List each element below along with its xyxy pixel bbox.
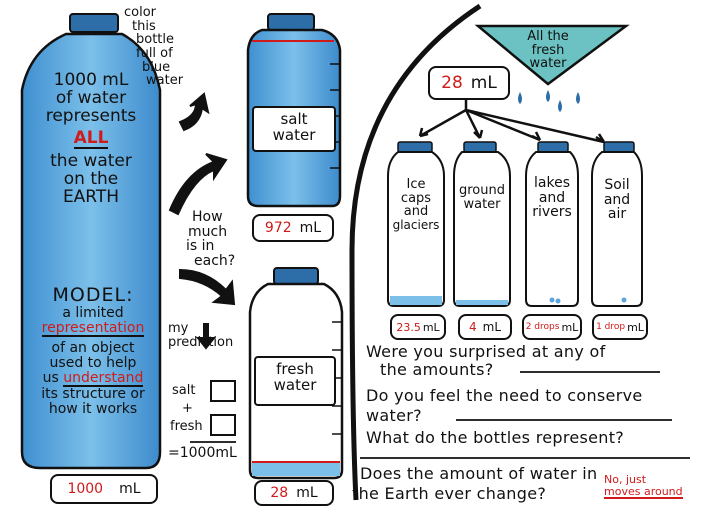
big-bottle-caption: 1000 mL of water represents ALL the wate… [26,72,156,207]
small-label-line: rivers [526,205,578,220]
small-value: 23.5 [396,321,421,334]
salt-unit: mL [300,220,321,236]
note-line: full of [124,47,194,61]
small-unit: mL [483,320,501,334]
soil-measure: 1 drop mL [592,314,648,340]
prediction-salt-box[interactable] [210,380,236,402]
small-value: 1 drop [596,322,625,332]
prediction-fresh-label: fresh [170,420,203,434]
prediction-block: my prediction [168,322,248,349]
small-label-line: glaciers [390,219,442,232]
small-label-line: and [390,205,442,219]
small-unit: mL [627,321,644,334]
how-much-question: How much is in each? [186,210,246,269]
model-definition: MODEL: a limited representation of an ob… [26,286,160,417]
caption-line: represents [26,108,156,126]
prediction-title: prediction [168,336,248,350]
question-4-line2: the Earth ever change? [352,484,546,503]
question-4-line1: Does the amount of water in [360,464,597,483]
question-1-line1: Were you surprised at any of [366,342,606,361]
model-line: us [43,370,59,386]
model-line: a limited [26,306,160,321]
soil-label: Soil and air [592,178,642,222]
groundwater-label: ground water [454,184,510,211]
prediction-plus: + [182,402,193,416]
small-label-line: water [454,198,510,212]
icecaps-measure: 23.5 mL [390,314,446,340]
small-label-line: ground [454,184,510,198]
measure-value: 1000 [67,481,103,497]
funnel-line: water [506,57,590,71]
distribution-arrows [420,98,604,142]
funnel-label: All the fresh water [506,30,590,71]
note-line: color [124,6,194,20]
funnel-measure: 28 mL [428,66,510,100]
small-label-line: and [526,191,578,206]
answer-line: No, just [604,474,696,486]
salt-bottle-label: salt water [252,106,336,152]
small-label-line: Soil [592,178,642,193]
salt-measure: 972 mL [252,214,334,242]
icecaps-label: Ice caps and glaciers [390,178,442,232]
fresh-value: 28 [270,485,288,501]
small-label-line: lakes [526,176,578,191]
small-label-line: caps [390,192,442,206]
model-line: of an object [26,341,160,356]
fresh-label-line: water [256,378,334,394]
funnel-line: fresh [506,44,590,58]
prediction-fresh-box[interactable] [210,414,236,436]
caption-all: ALL [74,130,109,150]
prediction-total: =1000mL [168,446,237,461]
answer-line: moves around [604,486,683,500]
small-value: 2 drops [526,322,560,332]
lakes-label: lakes and rivers [526,176,578,220]
measure-unit: mL [119,481,140,497]
fresh-measure: 28 mL [254,480,334,506]
caption-line: EARTH [26,189,156,207]
big-bottle-measure: 1000 mL [50,474,158,504]
how-much-line: each? [186,254,246,269]
how-much-line: much [186,225,246,240]
salt-label-line: water [254,128,334,144]
small-value: 4 [469,320,477,334]
question-3: What do the bottles represent? [366,428,624,447]
lakes-measure: 2 drops mL [522,314,582,340]
how-much-line: is in [186,239,246,254]
fresh-unit: mL [296,485,317,501]
funnel-line: All the [506,30,590,44]
small-label-line: Ice [390,178,442,192]
model-understand: understand [63,371,143,388]
model-line: its structure or [26,387,160,402]
salt-value: 972 [265,220,292,236]
funnel-value: 28 [441,73,463,93]
prediction-title: my [168,322,248,336]
question-2-line1: Do you feel the need to conserve [366,386,643,405]
small-unit: mL [561,321,578,334]
note-line: bottle [124,33,194,47]
question-1-line2: the amounts? [380,360,494,379]
model-title: MODEL: [26,286,160,306]
question-4-answer: No, just moves around [604,474,696,499]
model-line: how it works [26,402,160,417]
groundwater-measure: 4 mL [458,314,512,340]
small-label-line: and [592,193,642,208]
question-2-line2: water? [366,406,422,425]
note-line: this [124,20,194,34]
model-representation: representation [42,321,145,338]
small-unit: mL [423,321,440,334]
prediction-salt-label: salt [172,384,195,398]
caption-line: of water [26,90,156,108]
funnel-unit: mL [471,73,497,93]
small-label-line: air [592,207,642,222]
fresh-bottle-label: fresh water [254,356,336,406]
how-much-line: How [186,210,246,225]
model-line: used to help [26,356,160,371]
